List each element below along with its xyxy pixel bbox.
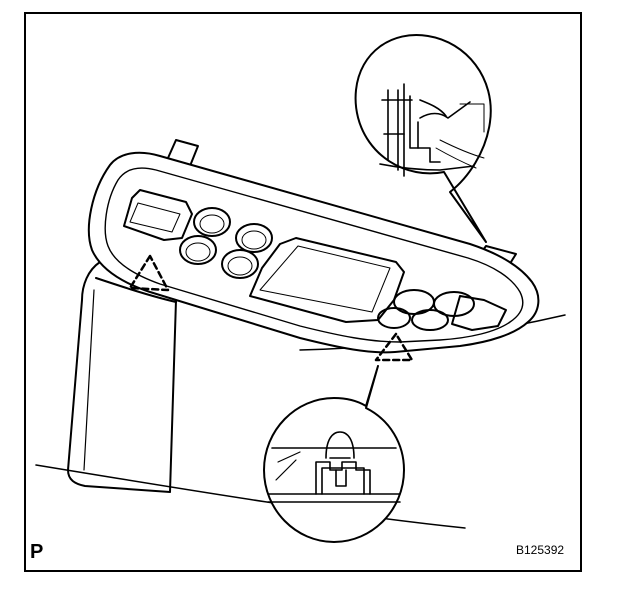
corner-letter: P <box>30 541 44 563</box>
top-clip-tab-left <box>167 139 199 167</box>
figure-code: B125392 <box>516 543 565 557</box>
upper-detail-callout <box>354 34 492 243</box>
overhead-console <box>87 151 540 354</box>
clip-marker-left <box>128 254 170 292</box>
clip-marker-center <box>374 332 414 362</box>
lower-detail-callout <box>263 365 405 543</box>
